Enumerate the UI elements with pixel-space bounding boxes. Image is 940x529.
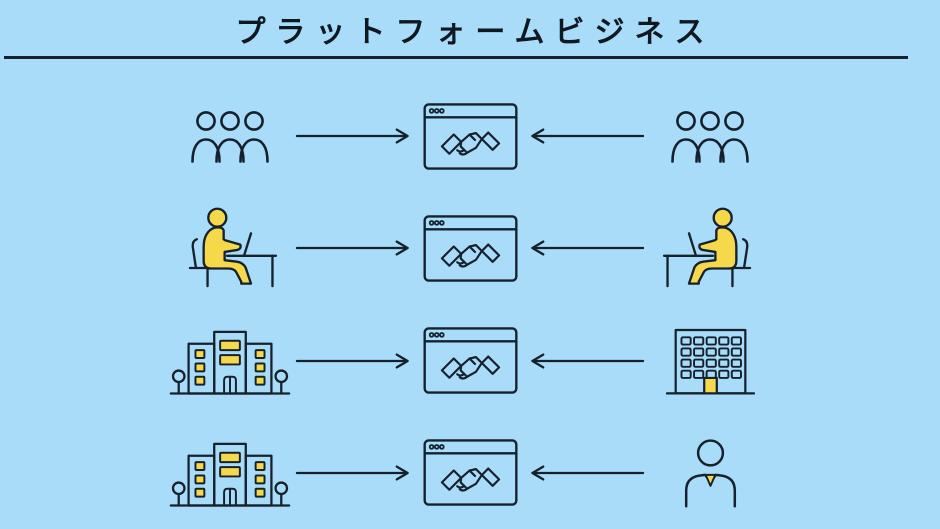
company-building-icon bbox=[168, 437, 292, 508]
browser-handshake-icon bbox=[423, 215, 518, 282]
arrow-right-icon bbox=[295, 351, 413, 371]
browser-handshake-icon bbox=[423, 439, 518, 506]
people-group-icon bbox=[670, 109, 750, 163]
business-person-icon bbox=[680, 437, 741, 508]
arrow-left-icon bbox=[527, 238, 645, 258]
arrow-left-icon bbox=[527, 351, 645, 371]
arrow-right-icon bbox=[295, 126, 413, 146]
row-individuals bbox=[165, 192, 775, 304]
person-at-laptop-icon bbox=[660, 207, 760, 289]
person-at-laptop-icon bbox=[180, 207, 280, 289]
arrow-left-icon bbox=[527, 126, 645, 146]
diagram bbox=[165, 80, 775, 529]
arrow-left-icon bbox=[527, 463, 645, 483]
company-building-icon bbox=[168, 325, 292, 396]
row-companies bbox=[165, 305, 775, 417]
arrow-right-icon bbox=[295, 463, 413, 483]
people-group-icon bbox=[190, 109, 270, 163]
row-consumers bbox=[165, 80, 775, 192]
browser-handshake-icon bbox=[423, 327, 518, 394]
title-underline bbox=[4, 56, 908, 59]
row-company-person bbox=[165, 417, 775, 529]
browser-handshake-icon bbox=[423, 103, 518, 170]
arrow-right-icon bbox=[295, 238, 413, 258]
page-title: プラットフォームビジネス bbox=[235, 15, 715, 50]
office-building-icon bbox=[666, 326, 755, 396]
